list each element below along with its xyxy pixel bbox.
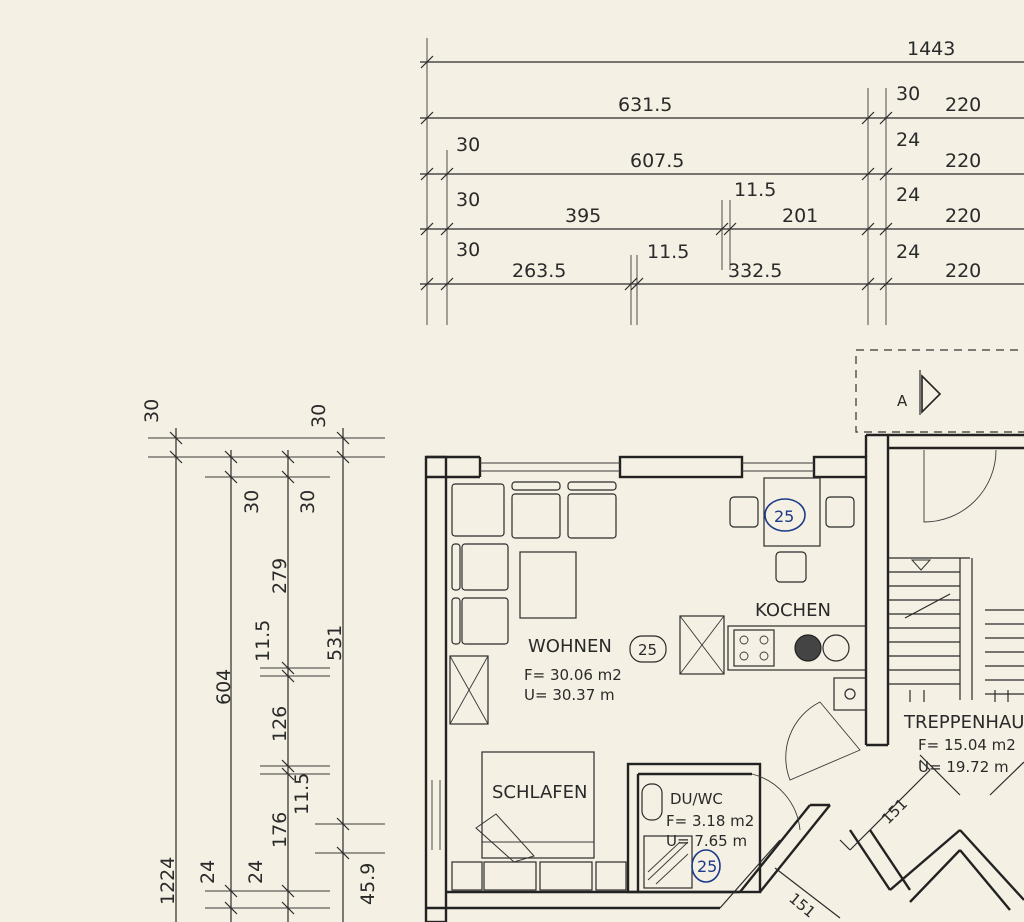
section-marker-label: A [897, 392, 908, 410]
dim-left-11-5-a: 11.5 [252, 620, 274, 662]
dim-row3-wall-mid: 11.5 [734, 179, 776, 201]
dim-row1-left: 631.5 [618, 94, 672, 116]
room-treppenhaus-perimeter: U= 19.72 m [918, 758, 1009, 776]
room-kochen-number: 25 [774, 507, 794, 526]
dim-row1-wall: 30 [896, 83, 920, 105]
stair-dim-a: 151 [878, 795, 911, 828]
section-marker: A [855, 349, 1024, 433]
room-wohnen-perimeter: U= 30.37 m [524, 686, 615, 704]
dim-row1-right: 220 [945, 94, 981, 116]
room-schlafen-name: SCHLAFEN [492, 782, 587, 803]
room-duwc-area: F= 3.18 m2 [666, 812, 754, 830]
dim-row3-right: 220 [945, 205, 981, 227]
dim-row2-wall: 24 [896, 129, 920, 151]
stair-dim-b: 151 [785, 889, 819, 921]
room-wohnen-number: 25 [638, 641, 657, 659]
dim-left-top-wall-b: 30 [308, 404, 330, 428]
room-labels: WOHNEN F= 30.06 m2 U= 30.37 m 25 KOCHEN … [492, 498, 1024, 883]
room-kochen-name: KOCHEN [755, 600, 831, 621]
dim-row4-mid: 332.5 [728, 260, 782, 282]
dim-left-604: 604 [213, 669, 235, 705]
dim-left-45-9: 45.9 [357, 863, 379, 905]
dim-row3-wall: 24 [896, 184, 920, 206]
dim-row4-left: 263.5 [512, 260, 566, 282]
top-dimension-chains: 1443 631.5 30 220 30 607.5 24 220 30 395… [420, 38, 1024, 325]
room-wohnen-name: WOHNEN [528, 636, 612, 657]
dim-row4-wall: 24 [896, 241, 920, 263]
room-treppenhaus-name: TREPPENHAUS [903, 712, 1024, 733]
dim-left-11-5-b: 11.5 [291, 773, 313, 815]
dim-left-top-wall-a: 30 [141, 399, 163, 423]
dim-left-24-a: 24 [197, 860, 219, 884]
room-duwc-perimeter: U= 7.65 m [666, 832, 747, 850]
dim-left-inner-wall-a: 30 [241, 490, 263, 514]
dim-left-inner-wall-b: 30 [297, 490, 319, 514]
doors [751, 449, 997, 831]
dim-row3-mid: 201 [782, 205, 818, 227]
furniture [449, 477, 867, 891]
dim-left-1224: 1224 [157, 857, 179, 905]
dim-row4-wall-left: 30 [456, 239, 480, 261]
dim-total-width: 1443 [907, 38, 955, 60]
room-duwc-name: DU/WC [670, 790, 723, 808]
dim-row4-wall-mid: 11.5 [647, 241, 689, 263]
room-duwc-number: 25 [697, 857, 717, 876]
dim-row3-wall-left: 30 [456, 189, 480, 211]
dim-row2-wall-left: 30 [456, 134, 480, 156]
dim-left-531: 531 [324, 625, 346, 661]
room-treppenhaus-area: F= 15.04 m2 [918, 736, 1016, 754]
dim-row2-right: 220 [945, 150, 981, 172]
room-wohnen-area: F= 30.06 m2 [524, 666, 622, 684]
dim-row2-left: 607.5 [630, 150, 684, 172]
dim-left-176: 176 [269, 812, 291, 848]
dim-left-279: 279 [269, 558, 291, 594]
dim-row3-left: 395 [565, 205, 601, 227]
dim-left-126: 126 [269, 706, 291, 742]
left-dimension-chains: 30 30 30 30 279 531 11.5 604 126 11.5 17… [141, 399, 385, 922]
dim-left-24-b: 24 [245, 860, 267, 884]
dim-row4-right: 220 [945, 260, 981, 282]
